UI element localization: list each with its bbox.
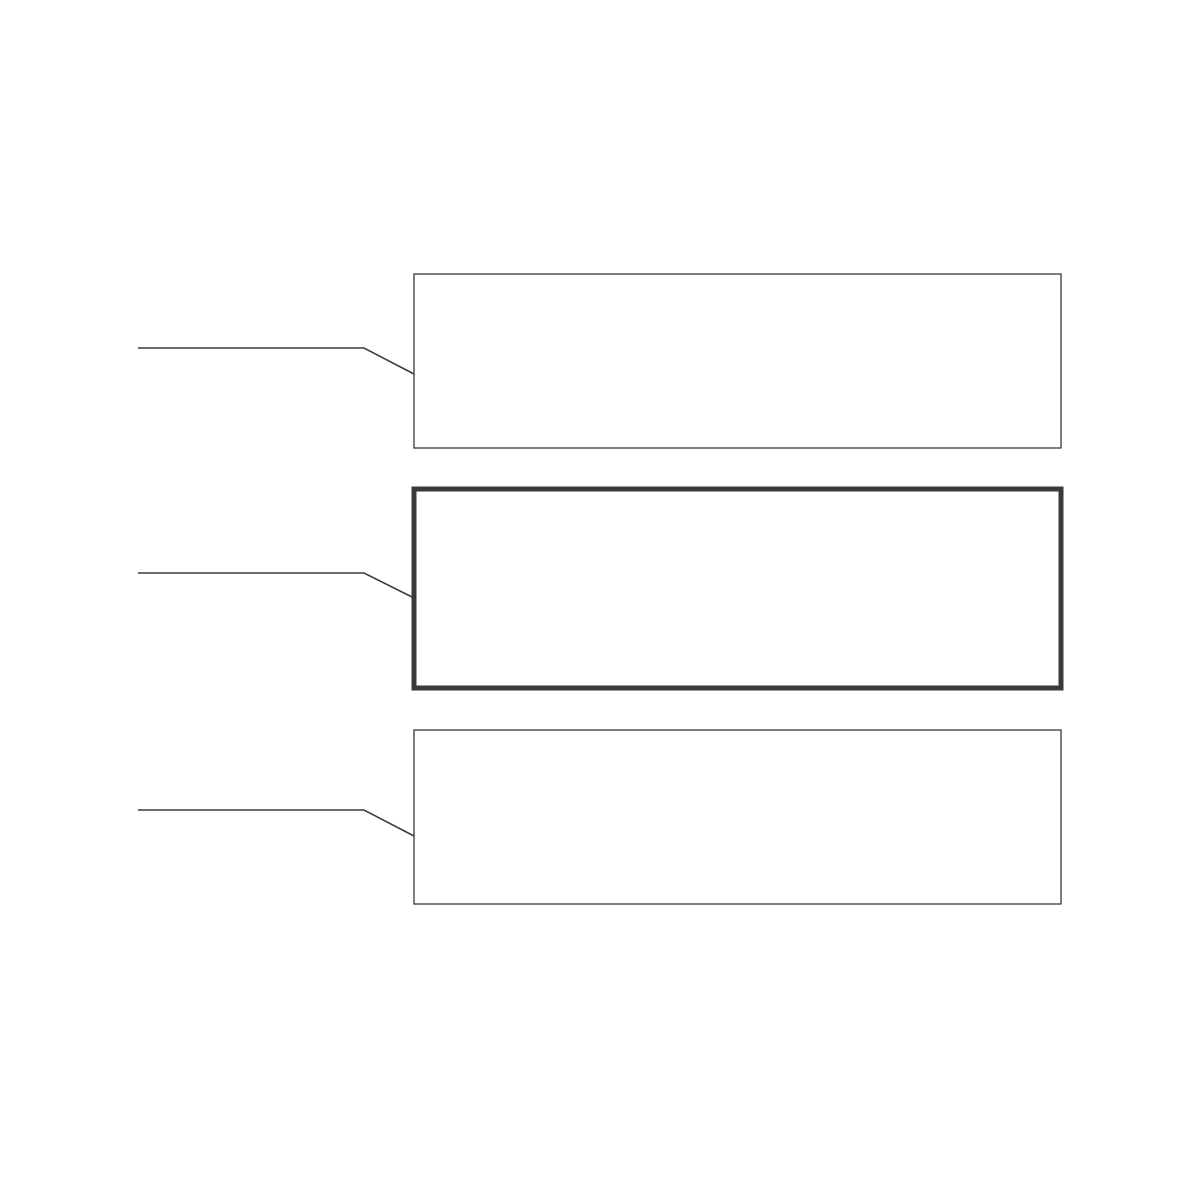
box bbox=[413, 729, 1062, 905]
leader-line bbox=[138, 572, 415, 599]
diagram-item-3 bbox=[138, 729, 1062, 905]
highlighted-box bbox=[411, 486, 1064, 691]
box bbox=[413, 273, 1062, 449]
diagram-item-1 bbox=[138, 273, 1062, 449]
diagram-item-2 bbox=[138, 486, 1064, 691]
leader-line bbox=[138, 347, 415, 375]
leader-line bbox=[138, 809, 415, 837]
